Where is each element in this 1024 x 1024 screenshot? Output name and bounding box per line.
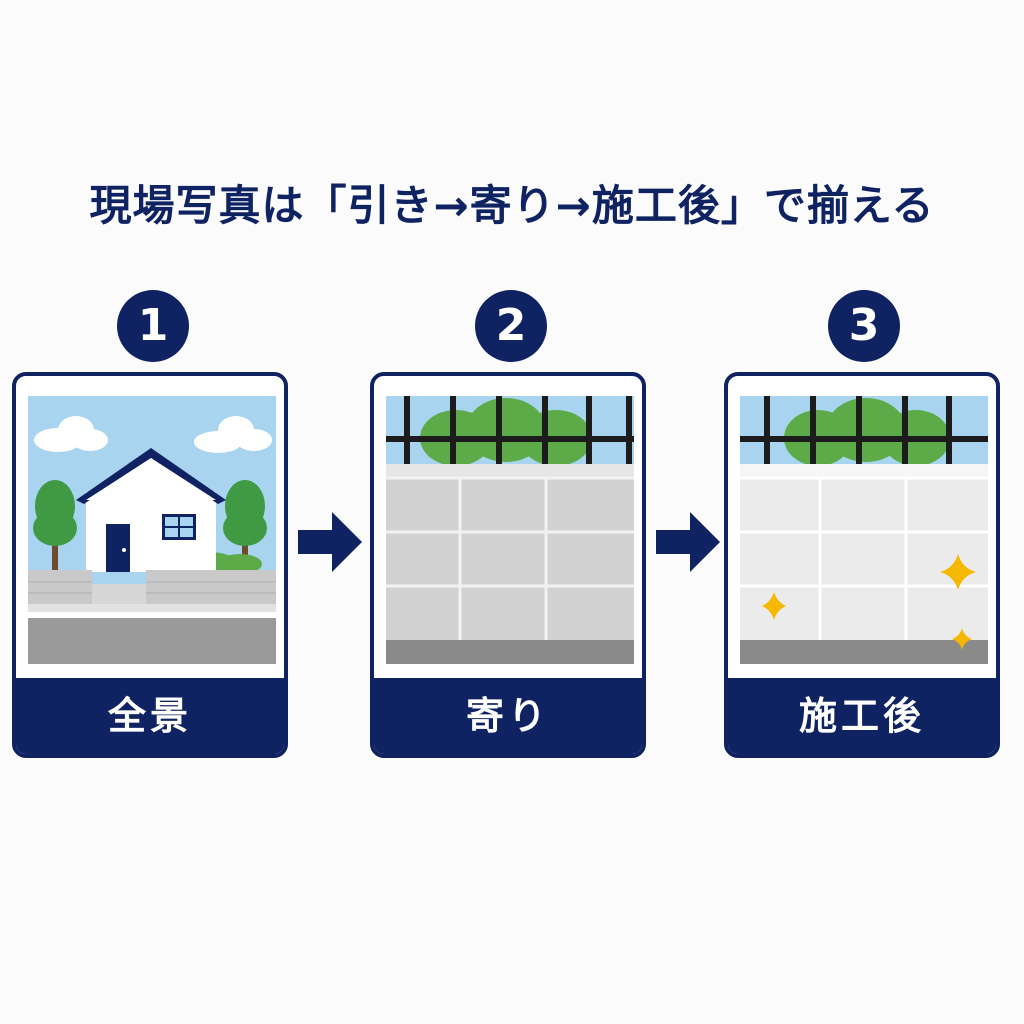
step-card-close-up: 寄り [370, 372, 646, 758]
sparkle-icon [952, 628, 972, 650]
house-scene-image [28, 396, 276, 664]
arrow-right-icon [656, 512, 720, 572]
fence-icon [386, 396, 634, 464]
step-label-full-view: 全景 [16, 678, 284, 754]
step-card-full-view: 全景 [12, 372, 288, 758]
tree-icon [223, 480, 267, 572]
arrow-right-icon [298, 512, 362, 572]
cloud-icon [194, 416, 272, 453]
step-number-1: 1 [117, 290, 189, 362]
sparkle-icon [762, 592, 786, 620]
house-icon [76, 448, 226, 572]
clean-wall-image [740, 396, 988, 664]
wall-icon [740, 464, 988, 640]
wall-icon [28, 570, 276, 604]
step-label-close-up: 寄り [374, 678, 642, 754]
page-title: 現場写真は「引き→寄り→施工後」で揃える [89, 181, 935, 230]
cloud-icon [34, 416, 108, 452]
step-number-2: 2 [475, 290, 547, 362]
step-card-after-construction: 施工後 [724, 372, 1000, 758]
wall-closeup-image [386, 396, 634, 664]
wall-icon [386, 464, 634, 640]
step-number-3: 3 [828, 290, 900, 362]
tree-icon [33, 480, 77, 572]
step-label-after-construction: 施工後 [728, 678, 996, 754]
sparkle-icon [940, 554, 976, 590]
fence-icon [740, 396, 988, 464]
